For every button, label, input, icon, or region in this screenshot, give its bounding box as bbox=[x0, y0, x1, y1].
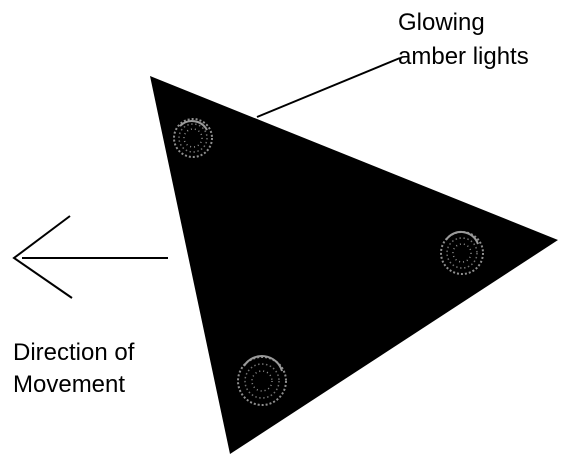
lights-label-line1: Glowing bbox=[398, 9, 485, 36]
lights-leader-line bbox=[256, 57, 401, 118]
direction-arrow-icon bbox=[12, 215, 168, 299]
direction-label-line1: Direction of bbox=[13, 339, 135, 366]
arrow-head bbox=[12, 215, 73, 299]
direction-label-line2: Movement bbox=[13, 371, 125, 398]
lights-label-line2: amber lights bbox=[398, 43, 529, 70]
amber-light-top bbox=[173, 118, 213, 158]
amber-light-right bbox=[440, 230, 484, 275]
amber-light-bottom bbox=[237, 355, 287, 406]
